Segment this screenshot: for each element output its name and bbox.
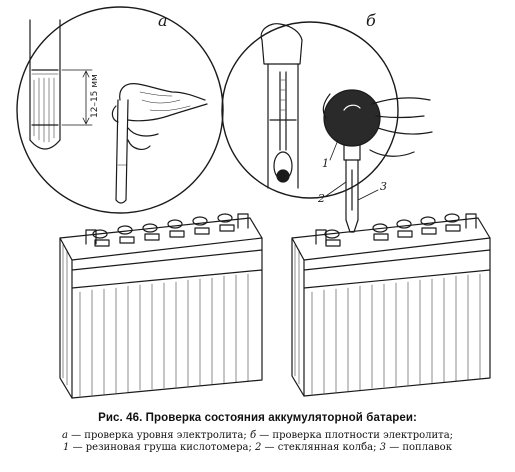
- legend-text: — поплавок: [386, 442, 452, 453]
- legend-key: 1: [63, 442, 70, 453]
- callout-1: 1: [322, 157, 329, 170]
- level-measure-label: 12–15 мм: [90, 74, 100, 118]
- legend-text: — резиновая груша кислотомера;: [69, 442, 255, 453]
- legend-key: б: [249, 430, 257, 441]
- legend-key: 3: [379, 442, 387, 453]
- caption-legend-line-2: 1 — резиновая груша кислотомера; 2 — сте…: [0, 442, 515, 453]
- legend-key: а: [61, 430, 68, 441]
- legend-key: 2: [255, 442, 262, 453]
- figure-caption: Рис. 46. Проверка состояния аккумуляторн…: [0, 412, 515, 453]
- legend-text: — проверка плотности электролита;: [256, 430, 454, 441]
- panel-a-drawing: [16, 6, 263, 399]
- panel-b-letter: б: [366, 11, 376, 30]
- caption-legend-line-1: а — проверка уровня электролита; б — про…: [0, 430, 515, 441]
- callout-3: 3: [380, 180, 387, 193]
- test-tube-in-hand-icon: [111, 83, 208, 204]
- caption-title: Рис. 46. Проверка состояния аккумуляторн…: [98, 412, 417, 424]
- battery-b-icon: [291, 213, 491, 397]
- battery-a-icon: [59, 213, 263, 399]
- legend-text: — стеклянная колба;: [261, 442, 380, 453]
- battery-check-illustration: а б 12–15 мм 1 2 3: [16, 6, 491, 399]
- glass-tube-icon: [29, 19, 61, 150]
- rubber-bulb-icon: [322, 89, 433, 233]
- legend-text: — проверка уровня электролита;: [67, 430, 250, 441]
- hydrometer-flask-icon: [260, 23, 303, 189]
- panel-a-letter: а: [158, 11, 168, 30]
- level-dimension-mark: [61, 69, 93, 126]
- callout-2: 2: [317, 192, 325, 205]
- panel-b-drawing: [221, 21, 491, 397]
